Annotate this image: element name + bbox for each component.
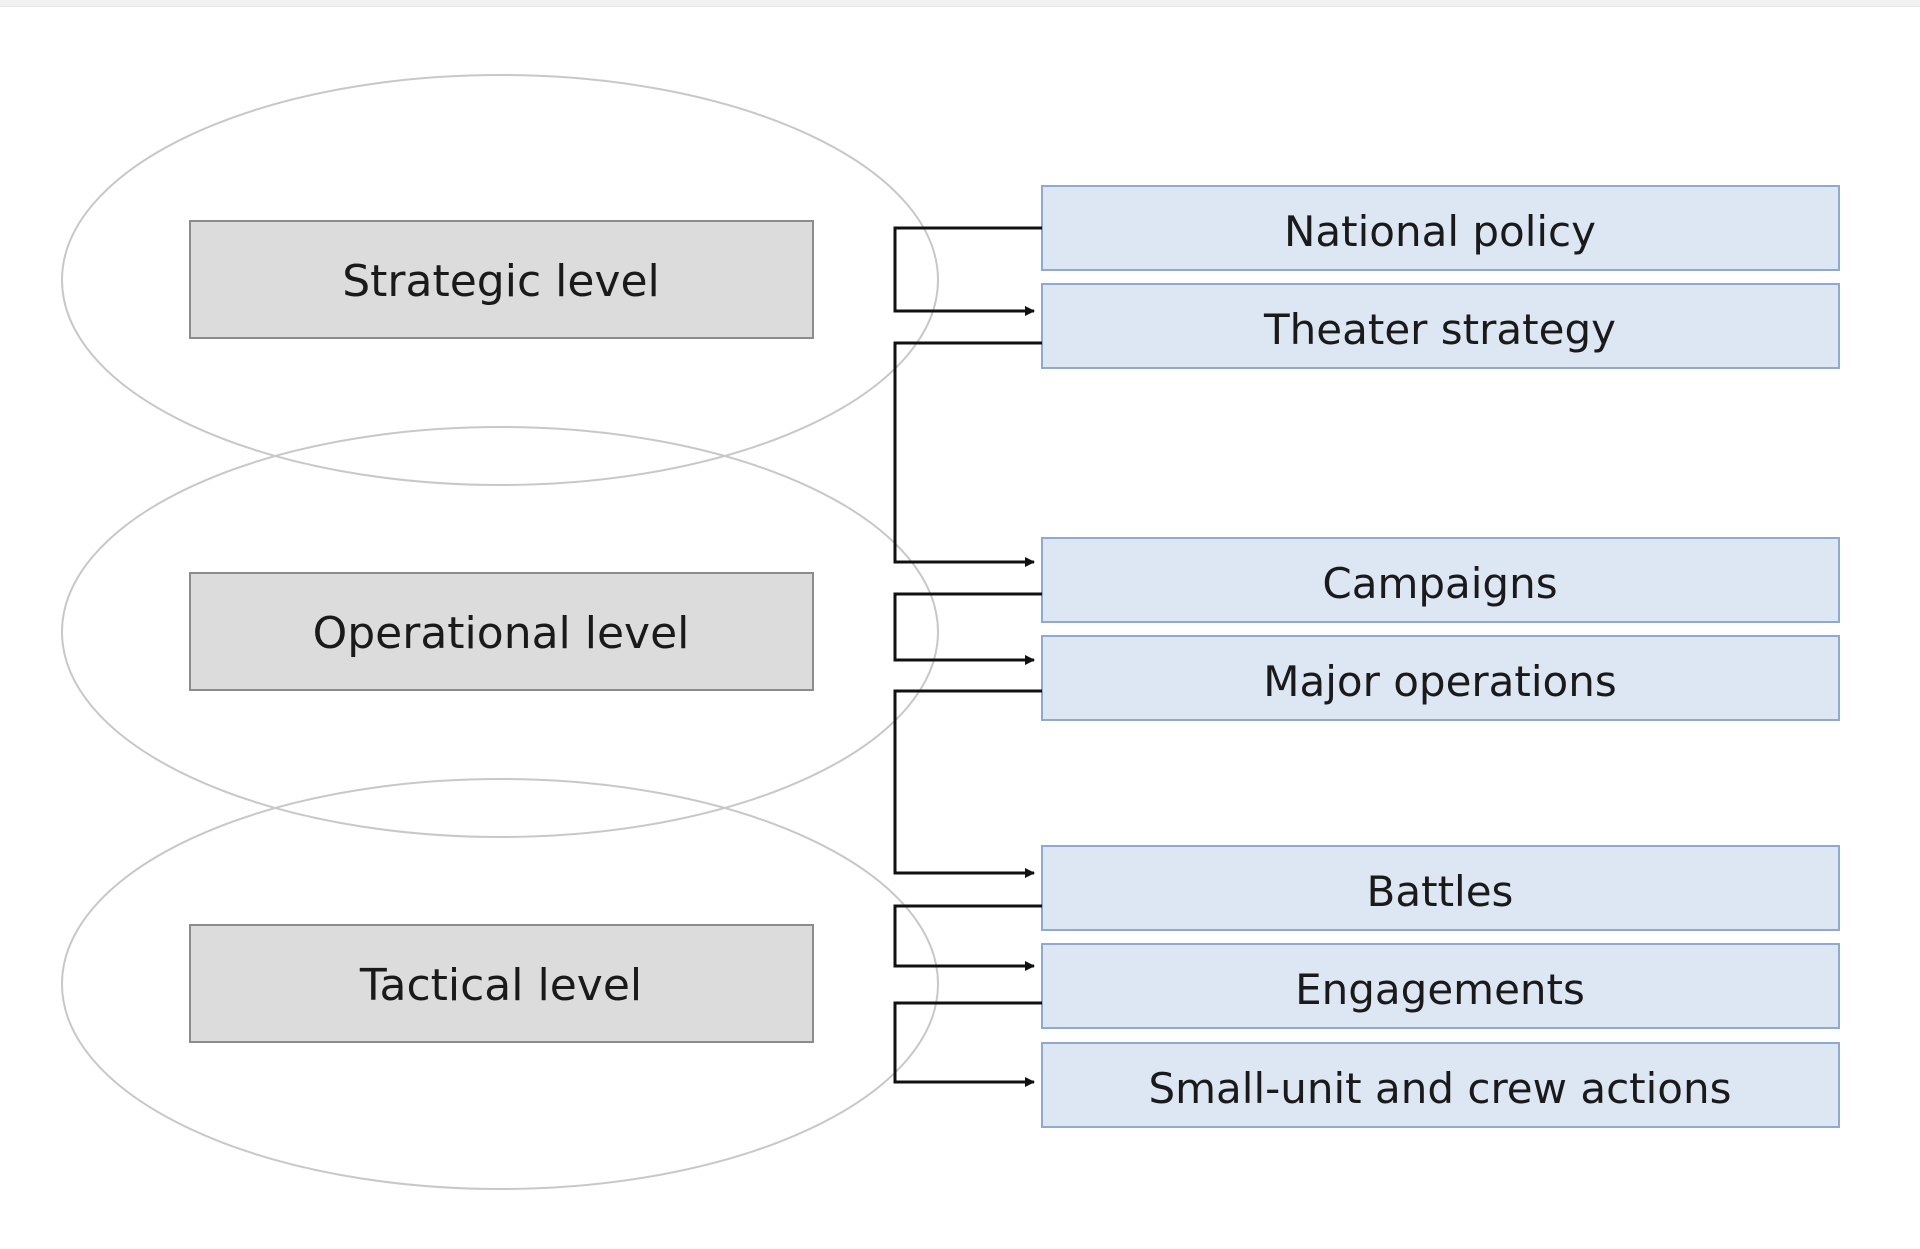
level-box xyxy=(189,220,814,339)
item-label: Small-unit and crew actions xyxy=(1148,1064,1731,1113)
tactical-level-ellipse xyxy=(61,778,939,1190)
item-box xyxy=(1041,943,1840,1029)
item-label: Campaigns xyxy=(1322,559,1557,608)
item-label: Engagements xyxy=(1295,965,1585,1014)
level-operational: Operational level xyxy=(189,572,814,691)
level-label: Operational level xyxy=(313,608,690,659)
level-label: Strategic level xyxy=(342,256,660,307)
connector-theater-to-campaigns xyxy=(893,341,1042,567)
connector-campaigns-to-major-operations xyxy=(893,592,1042,665)
connector-national-to-theater xyxy=(893,226,1042,316)
top-rule xyxy=(0,0,1920,7)
item-theater-strategy: Theater strategy xyxy=(1041,283,1840,369)
item-battles: Battles xyxy=(1041,845,1840,931)
item-label: Theater strategy xyxy=(1263,305,1616,354)
connector-battles-to-engagements xyxy=(893,904,1042,971)
level-strategic: Strategic level xyxy=(189,220,814,339)
connector-engagements-to-small-unit xyxy=(893,1001,1042,1087)
item-box xyxy=(1041,185,1840,271)
item-box xyxy=(1041,635,1840,721)
item-label: Battles xyxy=(1367,867,1514,916)
item-label: National policy xyxy=(1284,207,1596,256)
strategic-level-ellipse xyxy=(61,74,939,486)
connectors xyxy=(893,226,1042,1087)
level-box xyxy=(189,572,814,691)
level-box xyxy=(189,924,814,1043)
connector-major-operations-to-battles xyxy=(893,689,1042,878)
level-tactical: Tactical level xyxy=(189,924,814,1043)
item-box xyxy=(1041,283,1840,369)
item-national-policy: National policy xyxy=(1041,185,1840,271)
item-small-unit-and-crew-actions: Small-unit and crew actions xyxy=(1041,1042,1840,1128)
level-label: Tactical level xyxy=(359,960,642,1011)
item-box xyxy=(1041,1042,1840,1128)
item-campaigns: Campaigns xyxy=(1041,537,1840,623)
item-major-operations: Major operations xyxy=(1041,635,1840,721)
item-box xyxy=(1041,845,1840,931)
item-label: Major operations xyxy=(1263,657,1617,706)
operational-level-ellipse xyxy=(61,426,939,838)
item-box xyxy=(1041,537,1840,623)
item-engagements: Engagements xyxy=(1041,943,1840,1029)
